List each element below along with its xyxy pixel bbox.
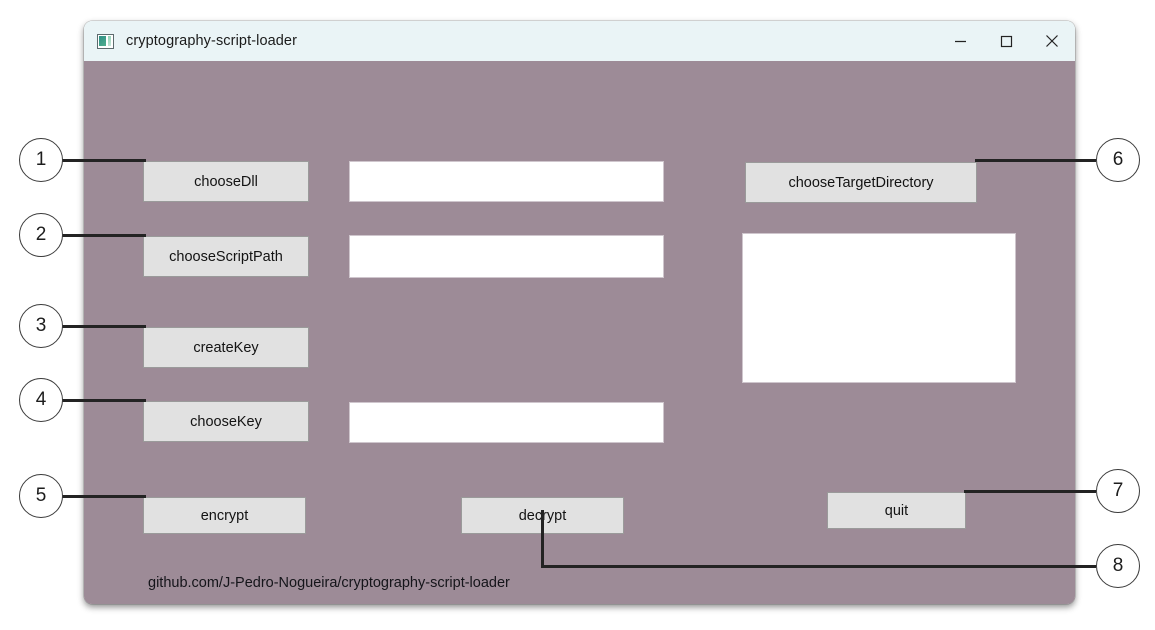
script-path-input[interactable] <box>349 235 664 278</box>
callout-6[interactable]: 6 <box>1096 138 1140 182</box>
decrypt-button[interactable]: decrypt <box>461 497 624 534</box>
choose-dll-button[interactable]: chooseDll <box>143 161 309 202</box>
choose-key-button[interactable]: chooseKey <box>143 401 309 442</box>
key-path-input[interactable] <box>349 402 664 443</box>
choose-target-directory-button[interactable]: chooseTargetDirectory <box>745 162 977 203</box>
maximize-icon[interactable] <box>983 21 1029 61</box>
quit-button[interactable]: quit <box>827 492 966 529</box>
app-icon <box>97 33 114 49</box>
callout-2[interactable]: 2 <box>19 213 63 257</box>
title-bar[interactable]: cryptography-script-loader <box>84 21 1075 62</box>
application-window: cryptography-script-loader choos <box>84 21 1075 604</box>
callout-3[interactable]: 3 <box>19 304 63 348</box>
footer-repository-label: github.com/J-Pedro-Nogueira/cryptography… <box>148 575 510 591</box>
callout-4[interactable]: 4 <box>19 378 63 422</box>
window-title: cryptography-script-loader <box>126 33 298 49</box>
choose-script-path-button[interactable]: chooseScriptPath <box>143 236 309 277</box>
callout-7[interactable]: 7 <box>1096 469 1140 513</box>
create-key-button[interactable]: createKey <box>143 327 309 368</box>
close-icon[interactable] <box>1029 21 1075 61</box>
callout-5[interactable]: 5 <box>19 474 63 518</box>
callout-1[interactable]: 1 <box>19 138 63 182</box>
window-controls <box>937 21 1075 61</box>
target-directory-list[interactable] <box>742 233 1016 383</box>
encrypt-button[interactable]: encrypt <box>143 497 306 534</box>
minimize-icon[interactable] <box>937 21 983 61</box>
callout-8[interactable]: 8 <box>1096 544 1140 588</box>
client-area: chooseDll chooseScriptPath createKey cho… <box>84 61 1075 604</box>
dll-path-input[interactable] <box>349 161 664 202</box>
